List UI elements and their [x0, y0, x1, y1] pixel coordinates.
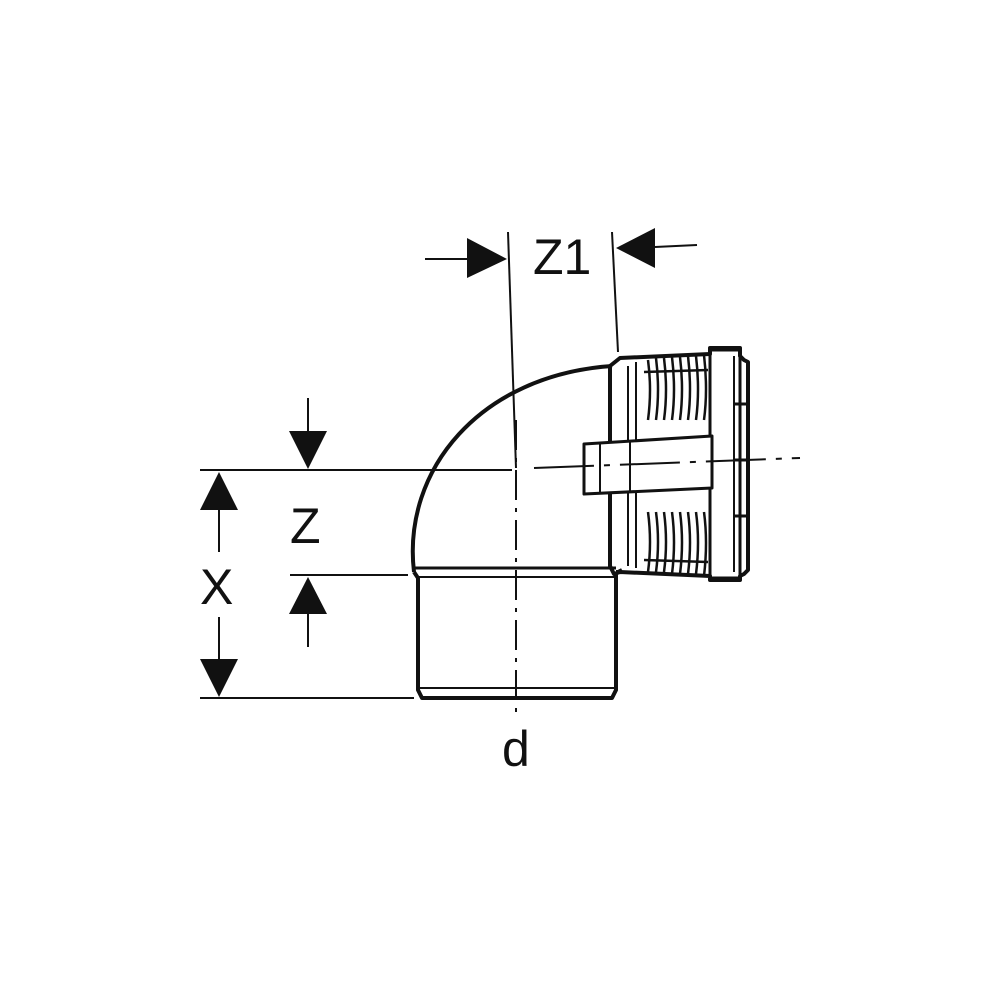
x-arrow-up — [200, 472, 238, 510]
side-spigot — [582, 434, 714, 496]
thread-ribs-top — [643, 354, 709, 421]
z1-extension-left — [507, 231, 517, 469]
horizontal-center-line — [533, 457, 801, 469]
z1-leader-right — [654, 244, 698, 248]
d-label: d — [502, 721, 530, 777]
z-label: Z — [290, 498, 321, 554]
x-label: X — [200, 559, 233, 615]
z-dimension — [200, 398, 512, 647]
z-arrow-up — [289, 577, 327, 614]
z1-dimension — [425, 228, 698, 469]
z1-arrow-left — [467, 238, 507, 278]
thread-ribs-bottom — [643, 511, 709, 577]
x-dimension — [200, 472, 414, 699]
z-arrow-down — [289, 431, 327, 469]
center-lines — [515, 420, 801, 716]
z1-extension-right — [611, 231, 619, 353]
outlet-flange — [708, 348, 742, 580]
z1-label: Z1 — [533, 229, 591, 285]
elbow-body — [410, 364, 623, 700]
elbow-outer-bend — [410, 364, 613, 573]
z1-arrow-right — [616, 228, 655, 268]
x-arrow-down — [200, 659, 238, 697]
